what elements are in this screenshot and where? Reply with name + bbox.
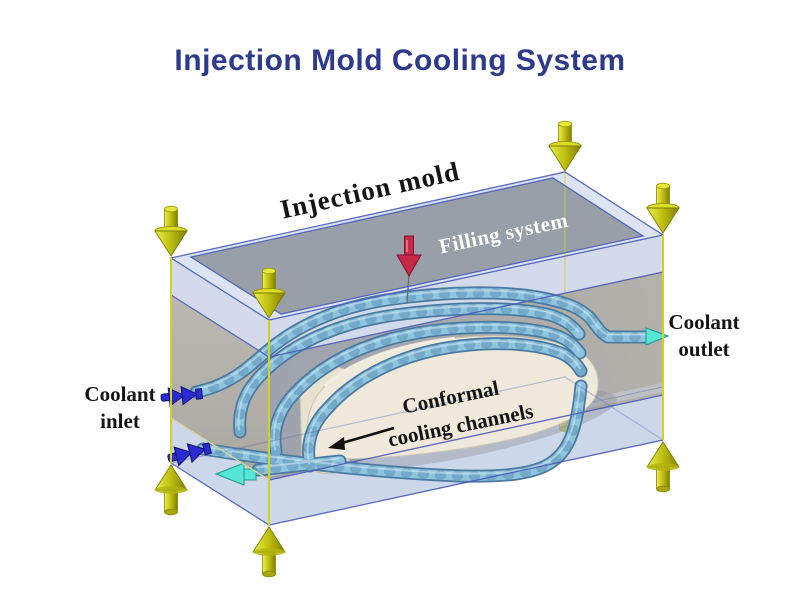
clamp-arrow-top-back xyxy=(548,120,582,172)
svg-text:Coolant: Coolant xyxy=(668,310,739,334)
interior-top-face xyxy=(191,178,643,314)
coolant-exit-arrow xyxy=(214,462,257,486)
clamp-arrow-bottom-front xyxy=(252,526,286,578)
clamp-arrow-top-right xyxy=(646,182,680,234)
left-top-plate-band xyxy=(171,258,269,357)
page-title: Injection Mold Cooling System xyxy=(174,44,626,77)
coolant-outlet-label: Coolant outlet xyxy=(668,310,739,361)
left-bottom-plate-band xyxy=(171,418,269,525)
mold-block xyxy=(154,120,680,578)
clamp-arrow-bottom-left xyxy=(154,464,188,516)
conformal-pointer-arrow xyxy=(328,426,395,450)
svg-text:outlet: outlet xyxy=(678,337,729,361)
clamp-arrow-bottom-right xyxy=(646,441,680,493)
coolant-outlet-arrow xyxy=(645,327,670,346)
mold-edges-yellow xyxy=(170,235,664,525)
coolant-inlet-label: Coolant inlet xyxy=(84,382,155,433)
clamp-arrow-top-left xyxy=(154,205,188,257)
svg-text:Coolant: Coolant xyxy=(84,382,155,406)
filling-system-arrow xyxy=(396,235,422,304)
svg-text:inlet: inlet xyxy=(100,409,140,433)
